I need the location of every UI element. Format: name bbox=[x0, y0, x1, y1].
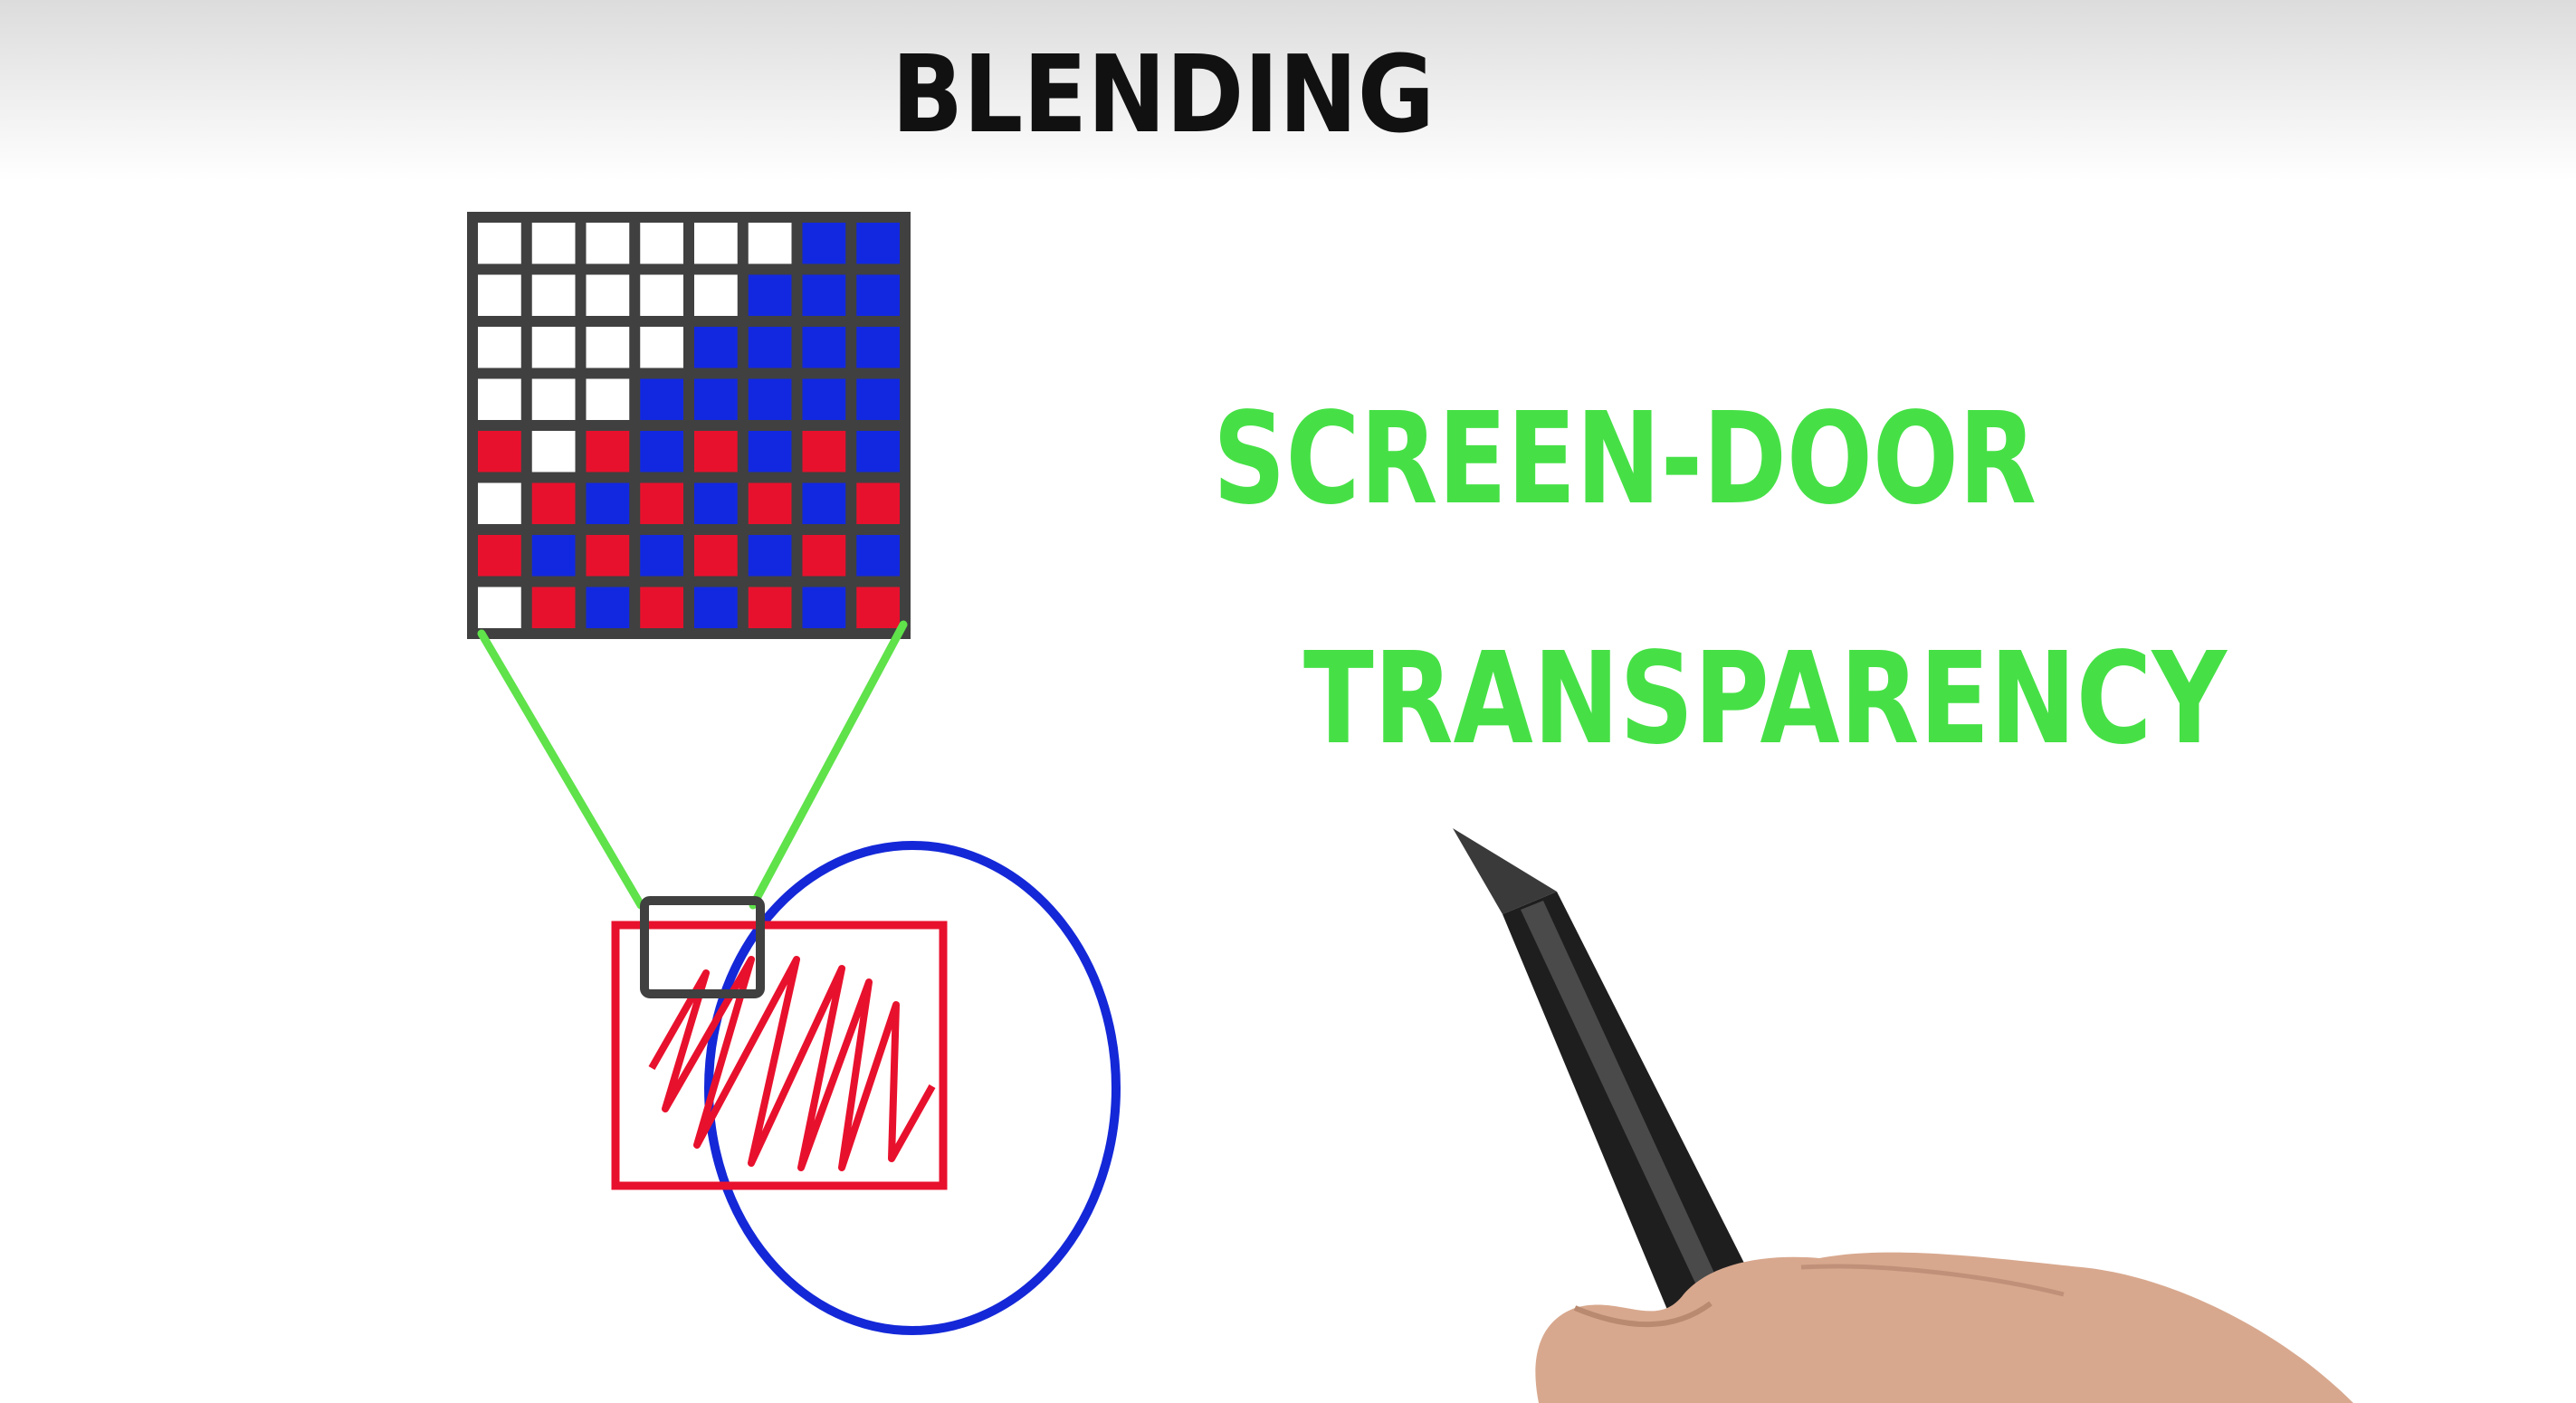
pixel-cell bbox=[856, 431, 900, 472]
pixel-cell bbox=[586, 378, 630, 420]
pixel-cell bbox=[856, 327, 900, 368]
pixel-cell bbox=[856, 274, 900, 316]
pixel-cell bbox=[586, 535, 630, 577]
projection-line-right bbox=[749, 620, 908, 910]
pixel-cell bbox=[478, 327, 521, 368]
pixel-cell bbox=[478, 587, 521, 628]
pixel-cell bbox=[586, 587, 630, 628]
pixel-cell bbox=[640, 431, 683, 472]
red-scribble-fill bbox=[648, 956, 936, 1171]
pixel-cell bbox=[748, 482, 792, 524]
pixel-cell bbox=[478, 431, 521, 472]
pixel-cell bbox=[531, 327, 576, 368]
pixel-cell bbox=[802, 274, 846, 316]
pixel-cell bbox=[856, 535, 900, 577]
pixel-cell bbox=[694, 431, 738, 472]
zoom-region-square bbox=[640, 896, 765, 998]
pixel-cell bbox=[694, 223, 738, 264]
pixel-cell bbox=[802, 378, 846, 420]
pixel-cell bbox=[640, 327, 683, 368]
pixel-cell bbox=[640, 535, 683, 577]
pixel-cell bbox=[748, 535, 792, 577]
pixel-cell bbox=[640, 587, 683, 628]
magnified-pixel-grid bbox=[467, 212, 911, 639]
pixel-cell bbox=[802, 431, 846, 472]
pixel-cell bbox=[856, 482, 900, 524]
pixel-cell bbox=[586, 327, 630, 368]
pixel-cell bbox=[748, 431, 792, 472]
projection-line-left bbox=[477, 629, 645, 910]
technique-label-line2: TRANSPARENCY bbox=[1303, 625, 2228, 773]
pixel-cell bbox=[586, 482, 630, 524]
pixel-cell bbox=[748, 327, 792, 368]
page-title: BLENDING bbox=[892, 32, 1435, 157]
technique-label-line1: SCREEN-DOOR bbox=[1213, 386, 2037, 533]
pixel-cell bbox=[856, 587, 900, 628]
pixel-cell bbox=[748, 223, 792, 264]
blue-circle bbox=[704, 841, 1121, 1335]
pixel-cell bbox=[531, 431, 576, 472]
pixel-cell bbox=[694, 482, 738, 524]
pixel-cell bbox=[586, 431, 630, 472]
pixel-cell bbox=[531, 482, 576, 524]
pixel-cell bbox=[640, 482, 683, 524]
pixel-cell bbox=[694, 274, 738, 316]
pixel-cell bbox=[478, 482, 521, 524]
pixel-cell bbox=[531, 587, 576, 628]
pixel-cell bbox=[640, 223, 683, 264]
pixel-cell bbox=[802, 223, 846, 264]
pixel-cell bbox=[531, 378, 576, 420]
pixel-cell bbox=[640, 378, 683, 420]
pixel-cell bbox=[802, 587, 846, 628]
pixel-cell bbox=[478, 378, 521, 420]
pixel-cell bbox=[531, 535, 576, 577]
pixel-cell bbox=[748, 587, 792, 628]
pixel-cell bbox=[694, 587, 738, 628]
pixel-cell bbox=[531, 223, 576, 264]
pixel-cell bbox=[802, 535, 846, 577]
pixel-cell bbox=[478, 223, 521, 264]
pixel-cell bbox=[586, 223, 630, 264]
pixel-cell bbox=[478, 274, 521, 316]
pixel-cell bbox=[802, 482, 846, 524]
hand-icon bbox=[1535, 1252, 2353, 1403]
pixel-cell bbox=[856, 378, 900, 420]
red-rectangle bbox=[611, 921, 948, 1190]
pixel-cell bbox=[802, 327, 846, 368]
pixel-cell bbox=[478, 535, 521, 577]
pixel-cell bbox=[586, 274, 630, 316]
pixel-cell bbox=[694, 378, 738, 420]
pixel-cell bbox=[748, 378, 792, 420]
pixel-cell bbox=[694, 535, 738, 577]
pixel-cell bbox=[856, 223, 900, 264]
pixel-cell bbox=[640, 274, 683, 316]
pixel-cell bbox=[531, 274, 576, 316]
pixel-cell bbox=[694, 327, 738, 368]
pixel-cell bbox=[748, 274, 792, 316]
